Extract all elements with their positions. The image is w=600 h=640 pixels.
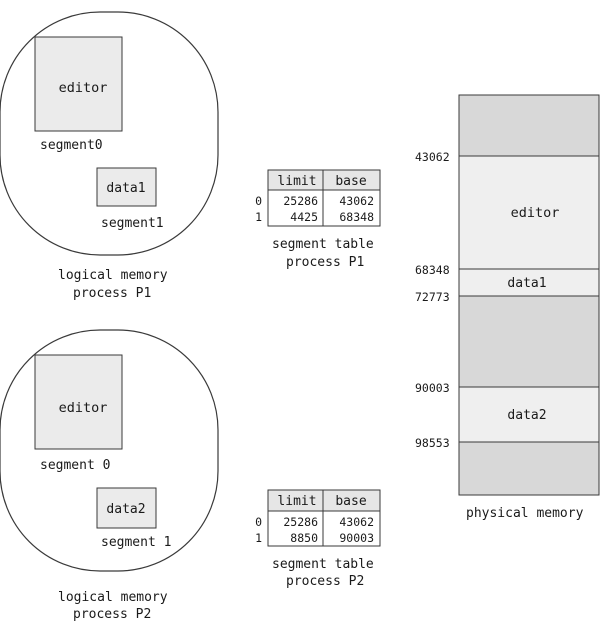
physical-region-free-top (458, 94, 600, 157)
physical-editor-label: editor (511, 205, 560, 221)
process1-segment1-label: segment1 (101, 216, 164, 231)
process1-editor-label: editor (59, 80, 108, 96)
physical-address-3: 90003 (415, 381, 450, 395)
process2-segment1-label: segment 1 (101, 535, 171, 550)
physical-data2-label: data2 (507, 408, 546, 423)
process2-row1-base: 90003 (339, 531, 374, 545)
process1-row0-limit: 25286 (283, 194, 318, 208)
physical-address-0: 43062 (415, 150, 450, 164)
physical-address-2: 72773 (415, 290, 450, 304)
process2-logical-caption: logical memory (58, 590, 168, 605)
process1-row1-index: 1 (255, 210, 262, 224)
process1-logical-memory: editor segment0 data1 segment1 logical m… (0, 11, 219, 301)
process1-logical-process-caption: process P1 (73, 286, 151, 301)
process2-table-caption: segment table (272, 557, 374, 572)
process1-base-header: base (335, 174, 366, 189)
process2-logical-memory: editor segment 0 data2 segment 1 logical… (0, 329, 219, 622)
process1-data1-label: data1 (106, 181, 145, 196)
process1-data1-segment (96, 167, 157, 207)
process1-logical-caption: logical memory (58, 268, 168, 283)
physical-address-1: 68348 (415, 263, 450, 277)
process2-data2-label: data2 (106, 502, 145, 517)
process1-table-caption: segment table (272, 237, 374, 252)
process2-row0-index: 0 (255, 515, 262, 529)
physical-memory-caption: physical memory (466, 506, 584, 521)
process2-logical-process-caption: process P2 (73, 607, 151, 622)
process2-segment0-label: segment 0 (40, 458, 110, 473)
process1-row1-base: 68348 (339, 210, 374, 224)
process2-row0-limit: 25286 (283, 515, 318, 529)
process2-data2-segment (96, 487, 157, 529)
physical-memory: editor data1 data2 43062 68348 72773 900… (415, 94, 600, 521)
process1-segment-table: limit base 0 25286 43062 1 4425 68348 se… (255, 169, 381, 270)
physical-region-editor (458, 155, 600, 270)
process1-editor-segment (34, 36, 123, 132)
process2-row0-base: 43062 (339, 515, 374, 529)
process1-row0-index: 0 (255, 194, 262, 208)
process1-limit-header: limit (277, 174, 316, 189)
process1-segment0-label: segment0 (40, 138, 103, 153)
process1-table-body (267, 189, 381, 227)
physical-data1-label: data1 (507, 276, 546, 291)
physical-region-free-middle (458, 295, 600, 388)
process2-base-header: base (335, 494, 366, 509)
process2-editor-label: editor (59, 400, 108, 416)
process1-row1-limit: 4425 (290, 210, 318, 224)
process2-row1-limit: 8850 (290, 531, 318, 545)
process2-segment-table: limit base 0 25286 43062 1 8850 90003 se… (255, 489, 381, 589)
physical-region-data1 (458, 268, 600, 297)
process2-table-process-caption: process P2 (286, 574, 364, 589)
physical-region-data2 (458, 386, 600, 443)
process2-row1-index: 1 (255, 531, 262, 545)
physical-region-free-bottom (458, 441, 600, 496)
process2-limit-header: limit (277, 494, 316, 509)
process2-table-body (267, 510, 381, 547)
process1-row0-base: 43062 (339, 194, 374, 208)
process1-table-process-caption: process P1 (286, 255, 364, 270)
process2-editor-segment (34, 354, 123, 450)
physical-address-4: 98553 (415, 436, 450, 450)
